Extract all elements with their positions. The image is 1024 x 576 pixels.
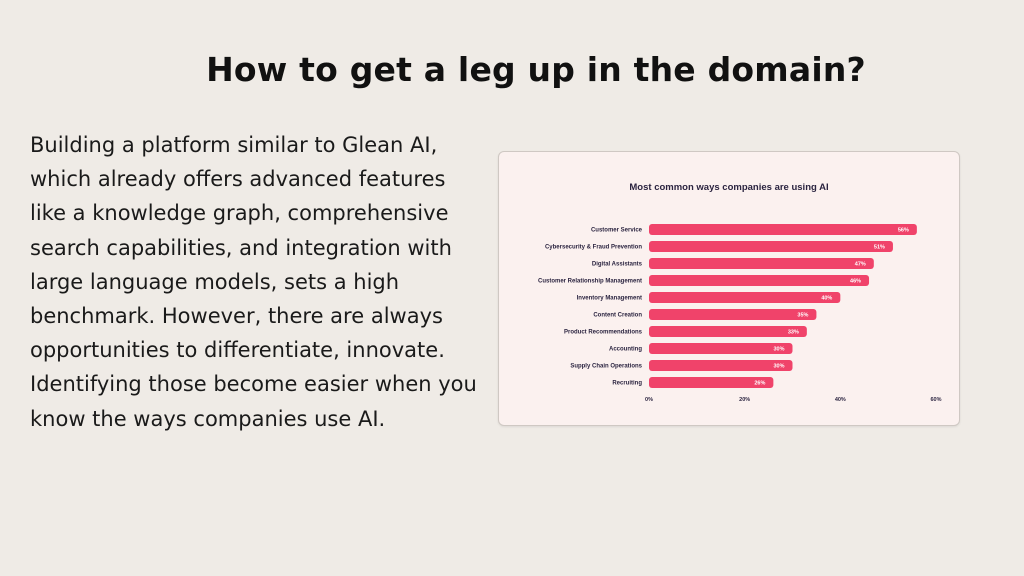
- x-tick-40: 40%: [835, 397, 846, 403]
- bar-supply-chain-operations: [649, 360, 793, 371]
- bar-digital-assistants: [649, 258, 874, 269]
- value-label-product-recommendations: 33%: [788, 330, 799, 336]
- value-label-content-creation: 35%: [797, 313, 808, 319]
- x-tick-20: 20%: [739, 397, 750, 403]
- category-label-inventory-management: Inventory Management: [577, 296, 642, 302]
- x-tick-0: 0%: [645, 397, 653, 403]
- chart-card: Most common ways companies are using AI …: [498, 151, 960, 426]
- x-tick-60: 60%: [930, 397, 941, 403]
- category-label-accounting: Accounting: [609, 347, 642, 353]
- category-label-digital-assistants: Digital Assistants: [592, 262, 643, 268]
- category-label-cybersecurity-and-fraud-prevention: Cybersecurity & Fraud Prevention: [545, 245, 642, 251]
- value-label-inventory-management: 40%: [821, 296, 832, 302]
- body-paragraph: Building a platform similar to Glean AI,…: [30, 133, 477, 431]
- bar-chart: Most common ways companies are using AI …: [538, 182, 942, 403]
- chart-title: Most common ways companies are using AI: [629, 182, 828, 193]
- category-label-content-creation: Content Creation: [593, 313, 642, 319]
- bar-cybersecurity-and-fraud-prevention: [649, 241, 893, 252]
- x-axis-ticks: 0% 20% 40% 60%: [645, 397, 942, 403]
- bar-accounting: [649, 343, 793, 354]
- value-label-customer-relationship-management: 46%: [850, 279, 861, 285]
- category-label-customer-relationship-management: Customer Relationship Management: [538, 279, 642, 285]
- bar-inventory-management: [649, 292, 841, 303]
- bar-content-creation: [649, 309, 817, 320]
- category-label-product-recommendations: Product Recommendations: [564, 330, 643, 336]
- bar-product-recommendations: [649, 326, 807, 337]
- bar-customer-relationship-management: [649, 275, 870, 286]
- value-label-recruiting: 26%: [754, 381, 765, 387]
- category-label-customer-service: Customer Service: [591, 228, 643, 234]
- value-label-accounting: 30%: [773, 347, 784, 353]
- category-label-recruiting: Recruiting: [612, 381, 642, 387]
- value-label-cybersecurity-and-fraud-prevention: 51%: [874, 245, 885, 251]
- bar-customer-service: [649, 224, 917, 235]
- value-label-customer-service: 56%: [898, 228, 909, 234]
- bar-group: Customer Service 56% Cybersecurity & Fraud…: [538, 224, 917, 388]
- value-label-supply-chain-operations: 30%: [773, 364, 784, 370]
- slide-title: How to get a leg up in the domain?: [206, 50, 866, 89]
- bar-recruiting: [649, 377, 774, 388]
- value-label-digital-assistants: 47%: [855, 262, 866, 268]
- category-label-supply-chain-operations: Supply Chain Operations: [570, 364, 642, 370]
